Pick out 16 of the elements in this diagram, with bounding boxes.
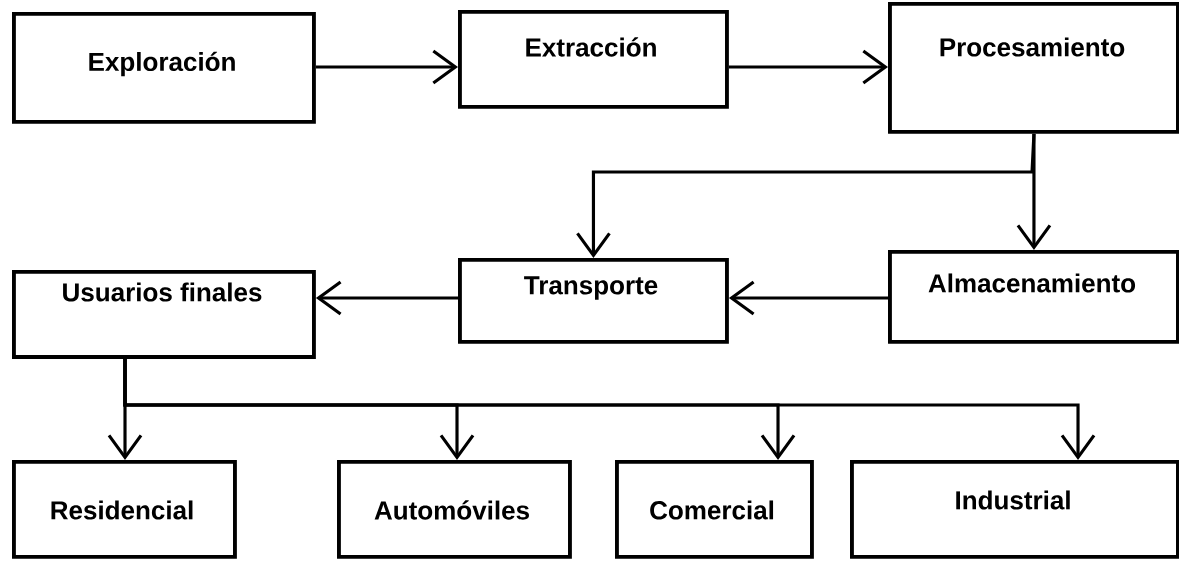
process-box: Exploración bbox=[12, 12, 316, 124]
process-box: Industrial bbox=[850, 460, 1179, 559]
process-box: Residencial bbox=[12, 460, 237, 559]
process-box: Procesamiento bbox=[888, 2, 1179, 134]
process-box: Transporte bbox=[458, 258, 729, 344]
process-box: Extracción bbox=[458, 10, 729, 109]
arrow bbox=[315, 49, 458, 85]
arrow bbox=[315, 280, 458, 316]
arrow bbox=[123, 358, 1096, 460]
arrow bbox=[1016, 133, 1052, 250]
arrow bbox=[728, 280, 888, 316]
arrow bbox=[728, 49, 888, 85]
process-box: Almacenamiento bbox=[888, 250, 1179, 344]
process-box: Automóviles bbox=[337, 460, 572, 559]
process-box: Comercial bbox=[615, 460, 814, 559]
process-box: Usuarios finales bbox=[12, 270, 316, 359]
